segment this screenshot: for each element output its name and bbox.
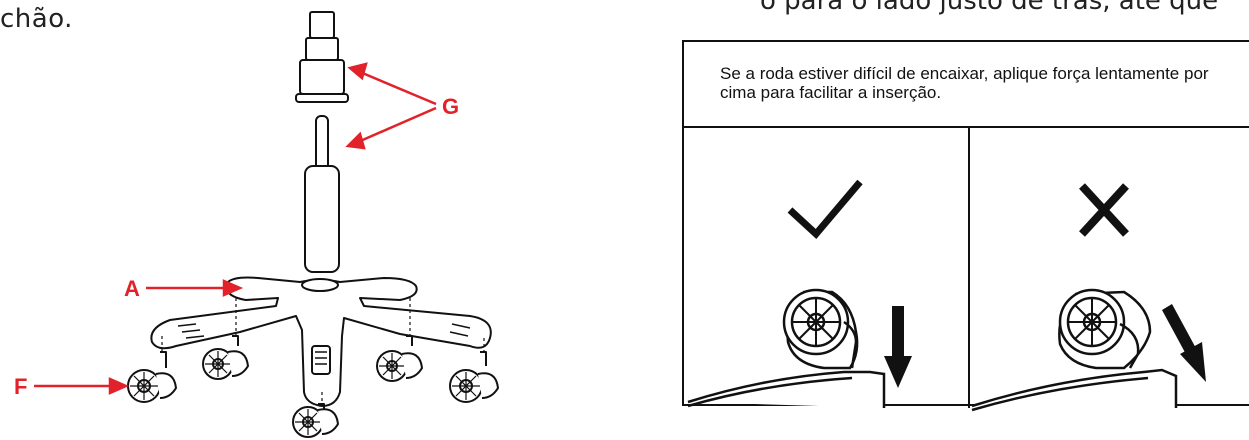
caster-right-front [449,351,499,403]
correct-caster-illustration [687,288,886,408]
tip-text: Se a roda estiver difícil de encaixar, a… [720,64,1209,102]
caster-left-front [127,351,177,403]
tip-box: Se a roda estiver difícil de encaixar, a… [682,40,1249,412]
callout-label-f: F [14,374,28,399]
callout-f-arrow [34,377,130,395]
tip-panels-illustration [687,179,1206,412]
callout-g-arrows [345,62,437,150]
top-cut-text: o para o lado justo de trás, até que [760,0,1219,16]
gas-lift-piston [304,115,340,273]
callout-label-a: A [124,276,140,301]
caster-right-back [376,335,423,382]
gas-lift-cover [295,11,349,103]
caster-left-back [202,335,249,380]
star-base [150,276,492,407]
correct-down-arrow-icon [884,306,912,388]
intro-text: chão. [0,4,73,34]
callout-a-arrow [146,279,244,297]
wrong-caster-illustration [971,288,1178,412]
cross-icon [1079,183,1129,237]
wrong-diagonal-arrow-icon [1162,304,1206,382]
tip-divider [968,128,970,408]
chair-base-illustration [34,11,499,438]
tip-header: Se a roda estiver difícil de encaixar, a… [684,42,1249,128]
caster-center [292,403,339,438]
check-icon [787,179,863,240]
callout-label-g: G [442,94,460,119]
